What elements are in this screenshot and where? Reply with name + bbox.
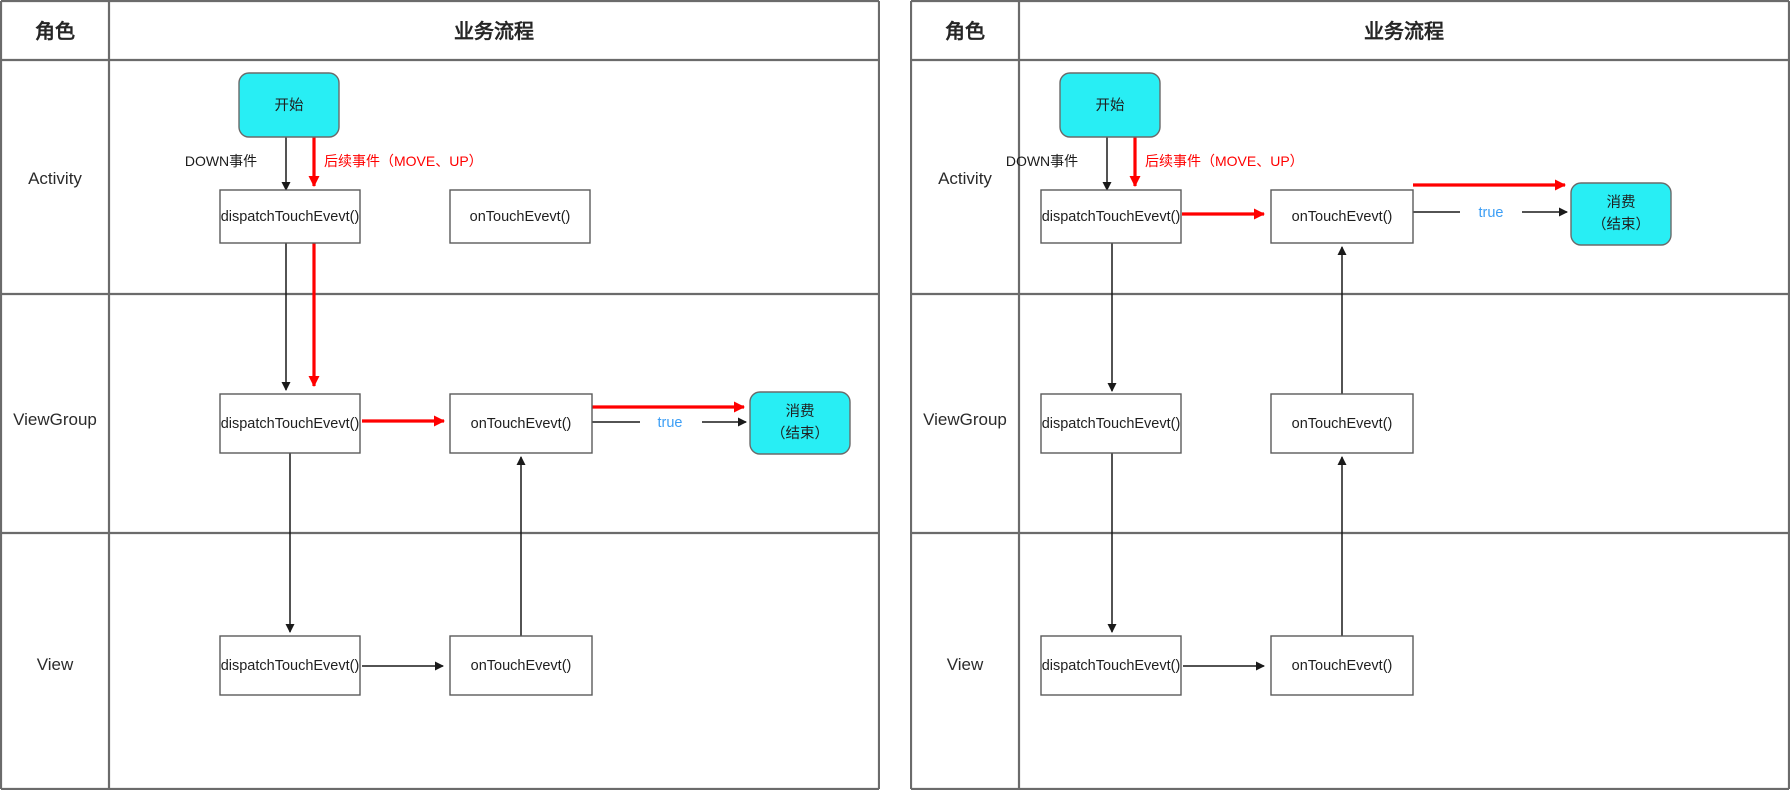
row-label-view-right: View bbox=[947, 655, 984, 674]
swimlane-grid-left bbox=[0, 0, 880, 790]
node-view-dispatch-left[interactable]: dispatchTouchEvevt() bbox=[219, 635, 361, 696]
node-view-ontouch-shape-right bbox=[1270, 635, 1414, 696]
label-follow-event-left: 后续事件（MOVE、UP） bbox=[324, 153, 483, 169]
node-vg-dispatch-shape-left bbox=[219, 393, 361, 454]
label-down-event-right: DOWN事件 bbox=[1006, 153, 1078, 169]
node-act-ontouch-shape-left bbox=[449, 189, 591, 244]
node-act-ontouch-left[interactable]: onTouchEvevt() bbox=[449, 189, 591, 244]
swimlane-grid-right bbox=[910, 0, 1790, 790]
node-act-dispatch-label-left: dispatchTouchEvevt() bbox=[221, 209, 360, 225]
label-true-left: true bbox=[658, 415, 683, 431]
node-view-ontouch-shape-left bbox=[449, 635, 593, 696]
label-follow-event-right: 后续事件（MOVE、UP） bbox=[1145, 153, 1304, 169]
label-down-event-left: DOWN事件 bbox=[185, 153, 257, 169]
node-start-shape-left bbox=[238, 72, 340, 138]
node-act-dispatch-shape-left bbox=[219, 189, 361, 244]
node-view-dispatch-right[interactable]: dispatchTouchEvevt() bbox=[1040, 635, 1182, 696]
node-vg-ontouch-shape-right bbox=[1270, 393, 1414, 454]
node-act-ontouch-label-right: onTouchEvevt() bbox=[1292, 209, 1393, 225]
node-act-consume-line2-right: （结束） bbox=[1592, 216, 1650, 233]
node-act-ontouch-right[interactable]: onTouchEvevt() bbox=[1270, 189, 1414, 244]
header-flow-left: 业务流程 bbox=[454, 19, 534, 43]
node-vg-dispatch-label-right: dispatchTouchEvevt() bbox=[1042, 416, 1181, 432]
node-view-dispatch-label-right: dispatchTouchEvevt() bbox=[1042, 658, 1181, 674]
node-view-ontouch-left[interactable]: onTouchEvevt() bbox=[449, 635, 593, 696]
node-act-ontouch-label-left: onTouchEvevt() bbox=[470, 209, 571, 225]
node-vg-consume-shape-left bbox=[749, 391, 851, 455]
node-act-consume-shape-right bbox=[1570, 182, 1672, 246]
node-act-dispatch-right[interactable]: dispatchTouchEvevt() bbox=[1040, 189, 1182, 244]
node-act-consume-line1-right: 消费 bbox=[1607, 194, 1636, 211]
node-vg-consume-line2-left: （结束） bbox=[771, 425, 829, 442]
row-label-viewgroup-left: ViewGroup bbox=[13, 410, 97, 429]
node-act-dispatch-label-right: dispatchTouchEvevt() bbox=[1042, 209, 1181, 225]
node-act-consume-right[interactable]: 消费 （结束） bbox=[1570, 182, 1672, 246]
node-start-shape-right bbox=[1059, 72, 1161, 138]
node-start-label-left: 开始 bbox=[275, 97, 304, 114]
node-act-dispatch-shape-right bbox=[1040, 189, 1182, 244]
node-view-ontouch-label-right: onTouchEvevt() bbox=[1292, 658, 1393, 674]
node-vg-ontouch-shape-left bbox=[449, 393, 593, 454]
node-view-ontouch-label-left: onTouchEvevt() bbox=[471, 658, 572, 674]
node-start-label-right: 开始 bbox=[1096, 97, 1125, 114]
node-act-dispatch-left[interactable]: dispatchTouchEvevt() bbox=[219, 189, 361, 244]
label-true-right: true bbox=[1479, 205, 1504, 221]
node-vg-dispatch-label-left: dispatchTouchEvevt() bbox=[221, 416, 360, 432]
row-label-viewgroup-right: ViewGroup bbox=[923, 410, 1007, 429]
header-flow-right: 业务流程 bbox=[1364, 19, 1444, 43]
header-role-left: 角色 bbox=[35, 19, 75, 43]
node-view-dispatch-shape-left bbox=[219, 635, 361, 696]
node-act-ontouch-shape-right bbox=[1270, 189, 1414, 244]
row-label-view-left: View bbox=[37, 655, 74, 674]
node-vg-dispatch-shape-right bbox=[1040, 393, 1182, 454]
node-vg-ontouch-right[interactable]: onTouchEvevt() bbox=[1270, 393, 1414, 454]
node-start-right[interactable]: 开始 bbox=[1059, 72, 1161, 138]
node-vg-ontouch-label-right: onTouchEvevt() bbox=[1292, 416, 1393, 432]
node-vg-dispatch-right[interactable]: dispatchTouchEvevt() bbox=[1040, 393, 1182, 454]
row-label-activity-right: Activity bbox=[938, 169, 992, 188]
node-start-left[interactable]: 开始 bbox=[238, 72, 340, 138]
row-label-activity-left: Activity bbox=[28, 169, 82, 188]
node-vg-ontouch-label-left: onTouchEvevt() bbox=[471, 416, 572, 432]
flow-panel-left: 角色 业务流程 Activity ViewGroup View bbox=[0, 0, 880, 790]
flow-panel-right: 角色 业务流程 Activity ViewGroup View bbox=[910, 0, 1790, 790]
node-view-dispatch-shape-right bbox=[1040, 635, 1182, 696]
node-vg-consume-left[interactable]: 消费 （结束） bbox=[749, 391, 851, 455]
node-vg-consume-line1-left: 消费 bbox=[786, 403, 815, 420]
node-view-ontouch-right[interactable]: onTouchEvevt() bbox=[1270, 635, 1414, 696]
header-role-right: 角色 bbox=[945, 19, 985, 43]
node-vg-dispatch-left[interactable]: dispatchTouchEvevt() bbox=[219, 393, 361, 454]
node-view-dispatch-label-left: dispatchTouchEvevt() bbox=[221, 658, 360, 674]
node-vg-ontouch-left[interactable]: onTouchEvevt() bbox=[449, 393, 593, 454]
